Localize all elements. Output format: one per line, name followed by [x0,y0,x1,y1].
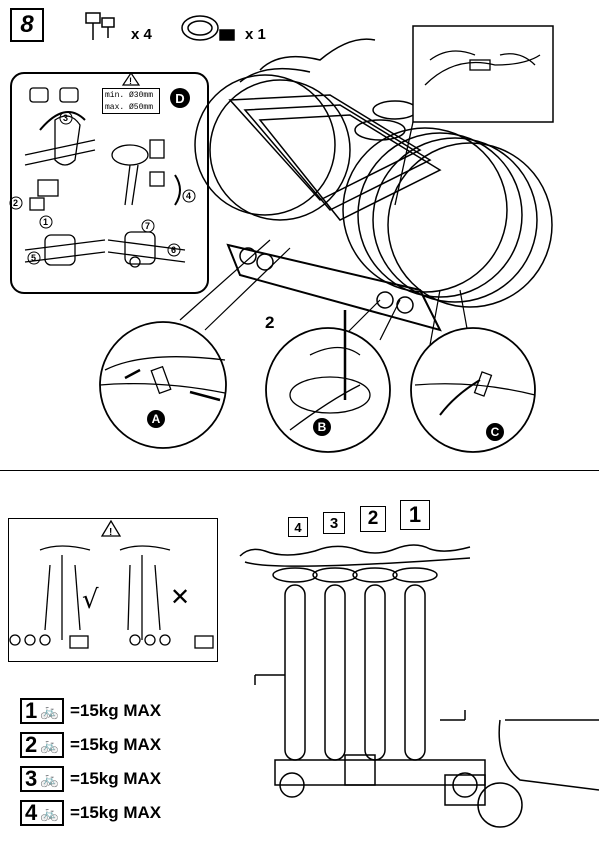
position-number: 2 [25,732,38,757]
weight-limit-row-2: 2🚲 =15kg MAX [20,732,161,758]
bicycle-icon: 🚲 [40,771,59,788]
diameter-spec: min. Ø30mm max. Ø50mm [102,88,160,114]
key-quantity: x 4 [131,26,152,43]
step-number: 8 [10,8,44,42]
weight-limit-row-1: 1🚲 =15kg MAX [20,698,161,724]
bicycle-icon: 🚲 [40,703,59,720]
position-number: 3 [25,766,38,791]
weight-limit-text: =15kg MAX [69,769,162,788]
strap-inset [412,25,554,123]
callout-label-c: C [486,423,504,441]
weight-limit-row-4: 4🚲 =15kg MAX [20,800,161,826]
correct-check-mark: √ [82,585,99,615]
weight-limit-text: =15kg MAX [69,701,162,720]
strap-quantity: x 1 [245,26,266,43]
weight-limit-row-3: 3🚲 =15kg MAX [20,766,161,792]
detail-label-d: D [170,88,190,108]
min-diameter: min. Ø30mm [105,91,154,100]
bicycle-icon: 🚲 [40,805,59,822]
position-badge: 1🚲 [20,698,64,724]
position-label-1: 1 [400,500,430,530]
callout-label-b: B [313,418,331,436]
position-label-3: 3 [323,512,345,534]
max-diameter: max. Ø50mm [105,103,154,112]
position-number: 1 [25,698,38,723]
section-divider [0,470,599,471]
bicycle-icon: 🚲 [40,737,59,754]
position-badge: 3🚲 [20,766,64,792]
weight-limit-text: =15kg MAX [69,803,162,822]
step-center-number: 2 [265,313,275,332]
position-label-2: 2 [360,506,386,532]
weight-limit-text: =15kg MAX [69,735,162,754]
position-badge: 2🚲 [20,732,64,758]
callout-label-a: A [147,410,165,428]
position-label-4: 4 [288,517,308,537]
incorrect-cross-mark: ✕ [170,583,191,611]
mounting-order-panel [8,518,218,662]
position-number: 4 [25,800,38,825]
position-badge: 4🚲 [20,800,64,826]
